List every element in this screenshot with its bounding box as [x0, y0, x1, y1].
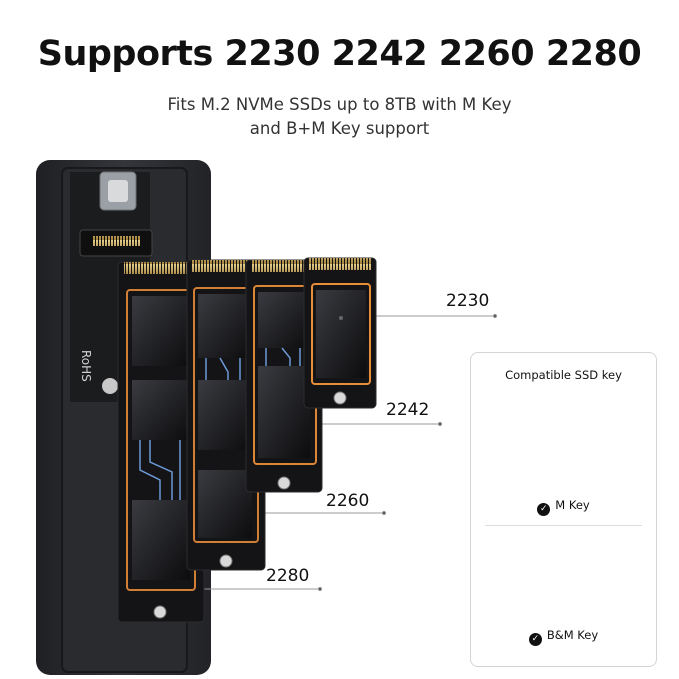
screw-icon — [102, 378, 118, 394]
m-key-label: ✓M Key — [471, 498, 656, 516]
subtitle-line-2: and B+M Key support — [249, 119, 430, 138]
ssd-2230 — [303, 257, 377, 409]
page-title: Supports 2230 2242 2260 2280 — [37, 34, 642, 74]
size-label-2260: 2260 — [326, 491, 370, 511]
rohs-text: RoHS — [79, 350, 93, 382]
compatible-key-card: Compatible SSD key ✓M Key ✓B&M Key — [470, 352, 657, 667]
card-title: Compatible SSD key — [505, 368, 622, 382]
subtitle-line-1: Fits M.2 NVMe SSDs up to 8TB with M Key — [167, 95, 512, 114]
leader-lines — [204, 313, 498, 592]
size-label-2280: 2280 — [266, 566, 310, 586]
check-circle-icon: ✓ — [537, 503, 551, 516]
check-circle-icon: ✓ — [528, 633, 542, 646]
size-label-2230: 2230 — [446, 291, 490, 311]
ssd-2280 — [117, 261, 205, 623]
ssd-2242 — [245, 259, 323, 493]
bm-key-label: ✓B&M Key — [471, 628, 656, 646]
size-label-2242: 2242 — [386, 400, 430, 420]
card-divider — [485, 525, 642, 526]
